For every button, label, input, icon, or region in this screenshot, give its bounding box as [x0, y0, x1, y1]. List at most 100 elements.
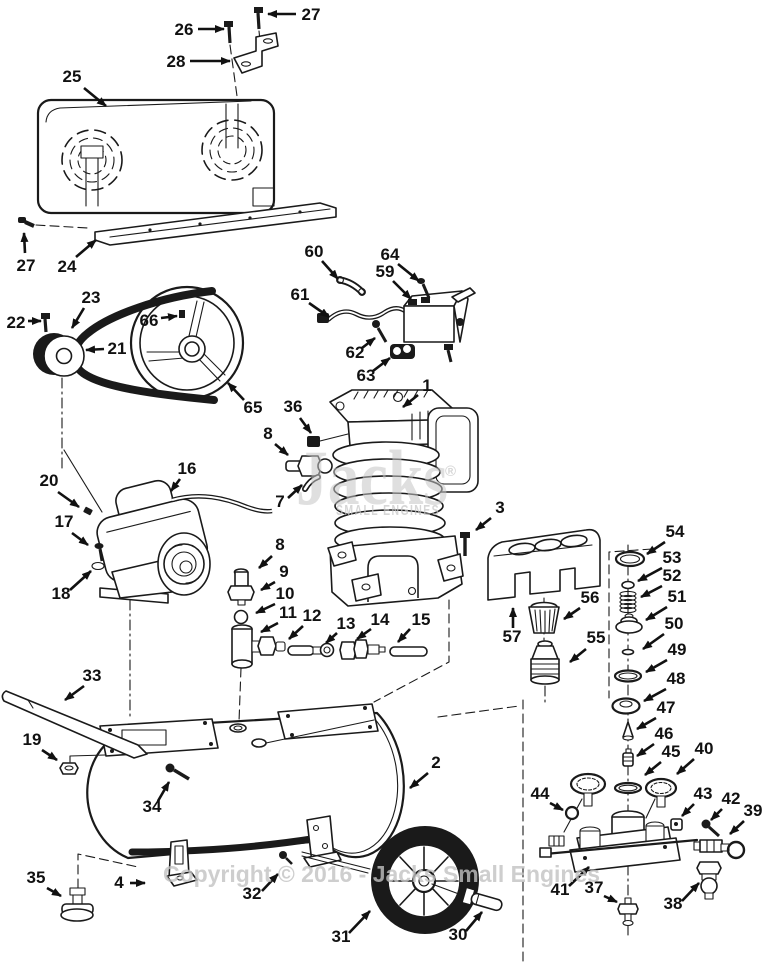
- part-callout-42-50: 42: [722, 789, 741, 808]
- part-callout-33-55: 33: [83, 666, 102, 685]
- nut-19: [59, 762, 79, 775]
- part-callout-10-28: 10: [276, 584, 295, 603]
- cover-filter-group: [487, 528, 653, 703]
- bolt-34-shaft: [173, 768, 190, 781]
- part-callout-28-2: 28: [167, 52, 186, 71]
- part-callout-37-53: 37: [585, 878, 604, 897]
- pump-group: [285, 389, 479, 703]
- callout-arrow-66-9: [160, 313, 178, 322]
- callout-arrow-19-56: [41, 748, 58, 762]
- spring-52: [619, 590, 637, 614]
- part-callout-20-23: 20: [40, 471, 59, 490]
- shroud-notch: [252, 187, 275, 207]
- pressure-switch-59: [403, 305, 455, 343]
- callout-arrow-16-22: [169, 478, 182, 492]
- part-callout-2-58: 2: [431, 753, 440, 772]
- alignment-line: [238, 667, 242, 723]
- hex-plug-left: [548, 835, 565, 847]
- head-fins-back: [353, 389, 429, 400]
- callout-arrow-61-14: [308, 301, 330, 319]
- callout-arrow-20-23: [57, 490, 80, 509]
- pin-47: [622, 721, 634, 738]
- part-callout-21-8: 21: [108, 339, 127, 358]
- callout-arrow-27-4: [20, 232, 29, 254]
- strap-rear-foot: [303, 851, 342, 868]
- bolt-22: [41, 313, 50, 319]
- callout-arrow-33-55: [64, 684, 85, 702]
- leader-line: [69, 754, 106, 763]
- part-callout-3-21: 3: [495, 498, 504, 517]
- part-callout-13-31: 13: [337, 614, 356, 633]
- callout-arrow-41-52: [568, 866, 590, 887]
- tank-port-2: [251, 738, 267, 748]
- tank-port: [229, 723, 247, 733]
- rail-edge: [109, 208, 331, 238]
- safety-valve-39: [699, 839, 723, 853]
- screw-62-head: [372, 320, 380, 328]
- callout-arrow-17-24: [71, 531, 89, 547]
- manifold-rod: [543, 838, 699, 856]
- part-callout-59-13: 59: [376, 262, 395, 281]
- bolt-22-shaft: [43, 318, 48, 333]
- part-callout-7-20: 7: [275, 492, 284, 511]
- part-callout-23-7: 23: [82, 288, 101, 307]
- part-callout-53-38: 53: [663, 548, 682, 567]
- callout-arrow-65-10: [227, 382, 245, 401]
- handle-33: [1, 690, 148, 759]
- seat-51: [615, 620, 643, 634]
- shroud-clip-group: [224, 7, 279, 97]
- callout-arrow-44-48: [549, 801, 564, 812]
- part-callout-47-44: 47: [657, 698, 676, 717]
- oring-44: [564, 805, 580, 821]
- leader-line: [63, 449, 103, 513]
- part-callout-9-27: 9: [279, 562, 288, 581]
- tank-plate-rear: [277, 703, 379, 740]
- part-callout-61-14: 61: [291, 285, 310, 304]
- disc-48: [611, 697, 641, 715]
- part-callout-24-5: 24: [58, 257, 77, 276]
- alignment-line: [77, 853, 139, 889]
- bolt-32-head: [279, 851, 287, 859]
- right-fan-vent: [201, 103, 263, 181]
- base-foot-right: [437, 553, 464, 582]
- part-callout-30-63: 30: [449, 925, 468, 944]
- part-callout-39-51: 39: [744, 801, 763, 820]
- fitting-37-stem: [624, 897, 632, 905]
- bolt-34-head: [165, 763, 175, 773]
- part-callout-36-18: 36: [284, 397, 303, 416]
- callout-arrow-30-63: [465, 911, 483, 932]
- screw-26-shaft: [227, 26, 232, 44]
- screw-64-shaft: [421, 283, 431, 299]
- bolt-27-left: [18, 217, 26, 223]
- part-callout-1-17: 1: [422, 376, 431, 395]
- valve-39-ring: [726, 840, 746, 860]
- union-14-hex2: [353, 639, 369, 659]
- callout-arrow-23-7: [70, 307, 86, 329]
- part-callout-25-3: 25: [63, 67, 82, 86]
- bolt-3-head: [460, 532, 470, 538]
- part-callout-55-36: 55: [587, 628, 606, 647]
- callout-arrow-37-53: [603, 894, 618, 904]
- callout-arrow-2-58: [409, 772, 429, 789]
- regulator-38-dome: [700, 877, 718, 895]
- callout-arrow-54-37: [646, 540, 666, 556]
- bolt-32-shaft: [285, 857, 293, 865]
- bolt-27-left-shaft: [24, 220, 35, 228]
- regulator-38-hex: [696, 861, 722, 875]
- screw-42-shaft: [707, 825, 721, 838]
- callout-arrow-24-5: [75, 239, 97, 258]
- valve-46: [622, 752, 634, 767]
- callout-arrow-48-43: [643, 687, 667, 703]
- washer-18: [91, 561, 105, 571]
- axle-bolt-30: [461, 886, 503, 912]
- elbow-13: [319, 642, 335, 658]
- part-callout-32-61: 32: [243, 884, 262, 903]
- part-callout-49-42: 49: [668, 640, 687, 659]
- callout-arrow-46-45: [636, 742, 655, 758]
- callout-arrow-1-17: [402, 393, 419, 409]
- part-callout-51-40: 51: [668, 587, 687, 606]
- dashed-boundary: [437, 705, 520, 718]
- flywheel-bore: [184, 341, 200, 357]
- shroud-25: [36, 98, 276, 215]
